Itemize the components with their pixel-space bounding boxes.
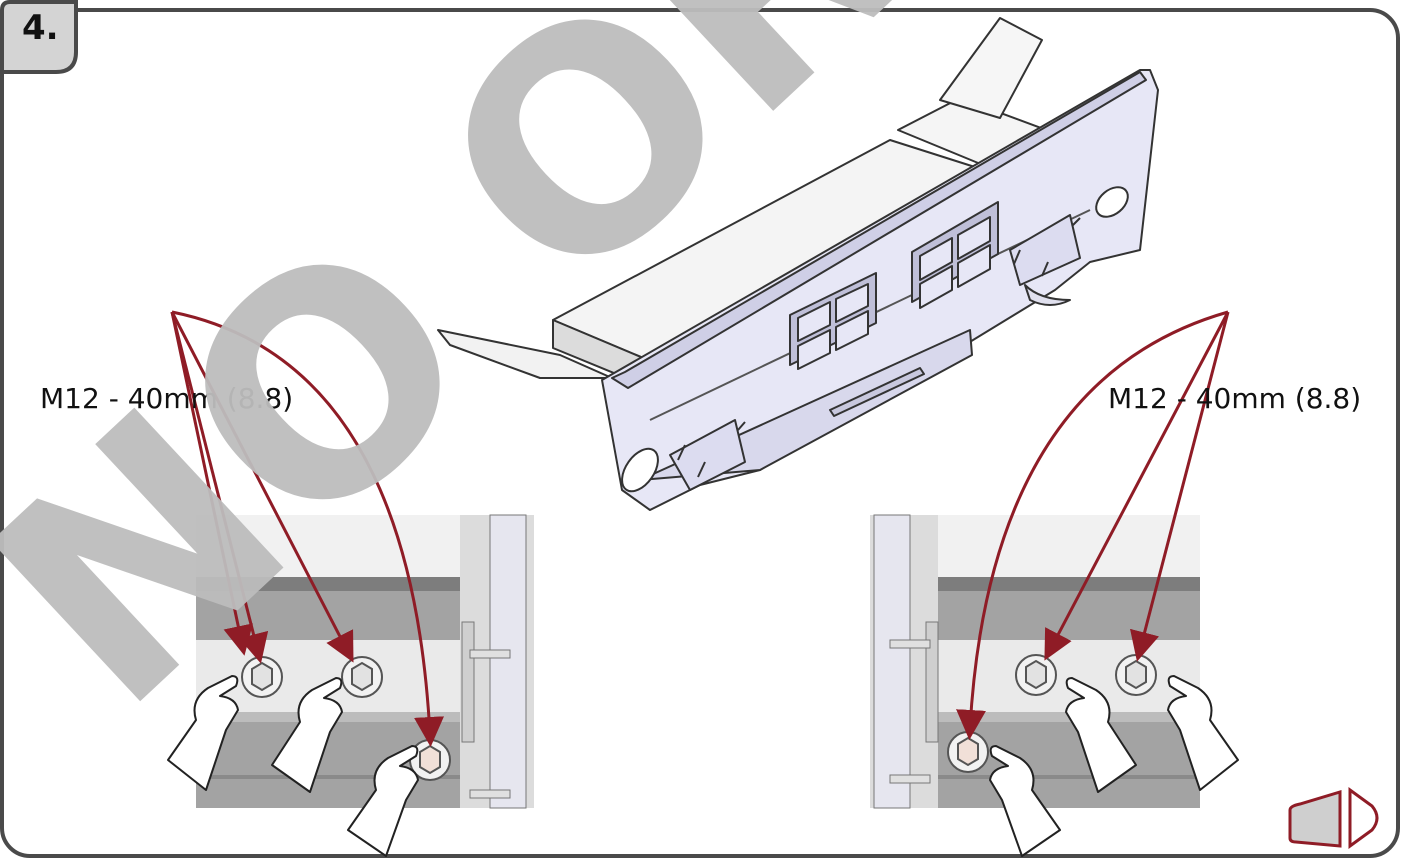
hand-icon [271,677,343,793]
bumper-part [437,17,1159,511]
next-page-icon[interactable] [1288,787,1379,849]
callout-arrows-left [170,310,445,747]
hand-icon [167,675,239,791]
hand-icon [989,745,1061,857]
step-tab [0,0,78,74]
bolt-icon [341,656,383,698]
bolt-icon [1015,654,1057,696]
bolt-icon [241,656,283,698]
bolt-icon [1115,654,1157,696]
hand-icon [347,745,419,857]
hand-icon [1167,675,1239,791]
bolt-spec-label-right: M12 - 40mm (8.8) [1108,382,1362,415]
step-number: 4. [22,8,59,48]
callout-arrows-right [956,310,1230,740]
hand-icon [1065,677,1137,793]
bolt-spec-label-left: M12 - 40mm (8.8) [40,382,294,415]
bolt-icon [947,731,989,773]
